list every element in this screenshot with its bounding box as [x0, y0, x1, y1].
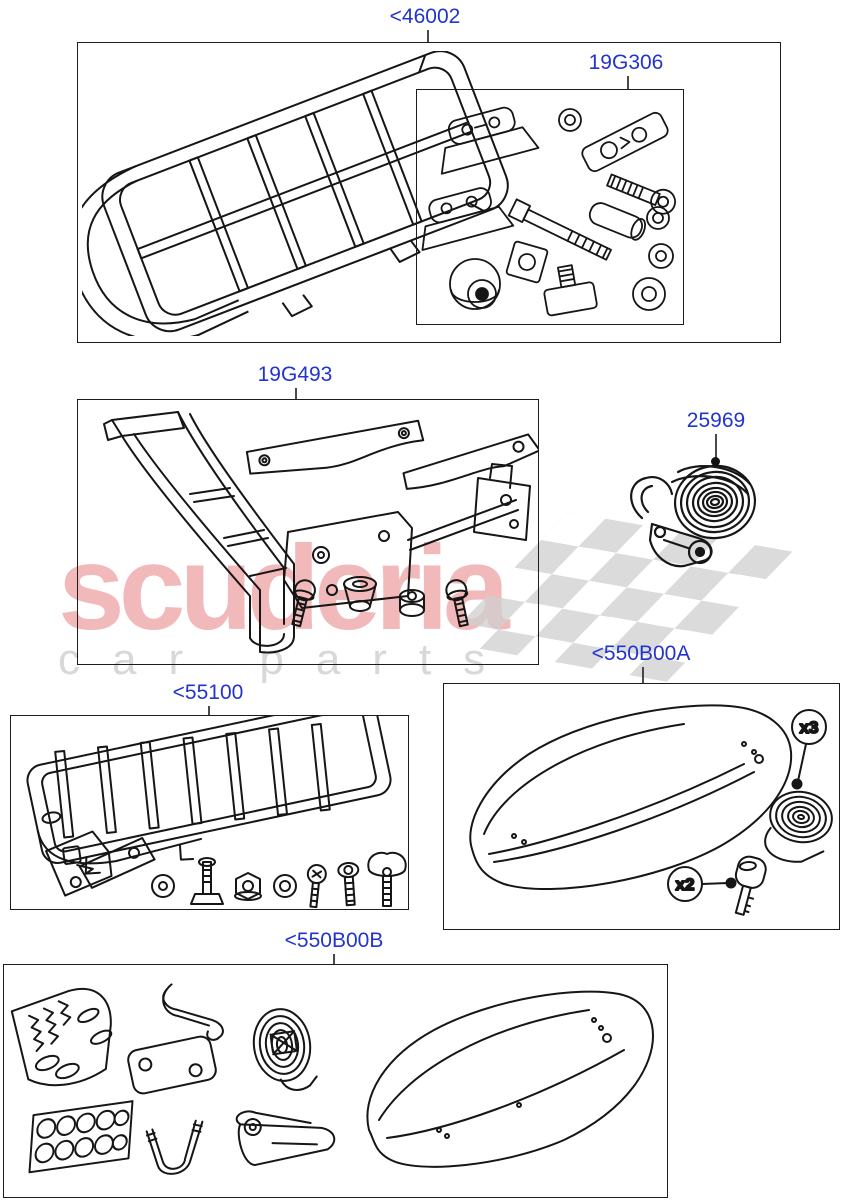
clamp-plate	[581, 111, 669, 173]
spacer-tube	[588, 202, 647, 241]
leader-19G306	[627, 76, 629, 90]
roof-box-a-illustration: x3 x2	[469, 704, 833, 916]
t-bolt	[190, 857, 224, 905]
screw	[291, 579, 316, 628]
catalog-box-19G493	[77, 399, 539, 665]
leader-dot-25969	[711, 457, 720, 466]
socket-bolt	[606, 173, 677, 215]
u-bolt	[145, 1119, 204, 1175]
catalog-box-550B00B	[3, 964, 668, 1198]
part-label-19G306[interactable]: 19G306	[588, 51, 664, 74]
bolt	[337, 862, 360, 907]
part-label-550B00B[interactable]: <550B00B	[284, 929, 384, 952]
part-label-25969[interactable]: 25969	[686, 409, 746, 432]
roof-rack-illustration	[82, 51, 509, 336]
ribbed-corner-bracket	[10, 988, 113, 1087]
ratchet-handle	[630, 476, 674, 520]
part-label-55100[interactable]: <55100	[172, 681, 244, 704]
ladder-kit-illustration	[103, 411, 538, 654]
backing-plate	[127, 1035, 217, 1095]
wing-knob-bolt	[367, 851, 407, 907]
strap-quantity-badge: x3	[791, 709, 827, 790]
square-nut-plate	[505, 240, 549, 284]
ratchet-clamp	[235, 1110, 336, 1167]
key-icon	[734, 855, 767, 916]
mount-bracket	[245, 419, 425, 475]
stud-bolt	[507, 198, 612, 261]
roof-tray-illustration	[26, 716, 407, 909]
slatted-tray	[26, 716, 392, 875]
t-nut-stud	[543, 264, 598, 317]
rack-foot	[440, 106, 540, 175]
part-label-19G493[interactable]: 19G493	[257, 363, 333, 386]
strap-quantity-label: x3	[800, 718, 819, 737]
strap-roll	[764, 790, 833, 863]
catalog-box-46002	[77, 42, 781, 343]
washer	[273, 874, 297, 898]
washer	[646, 206, 670, 230]
hook-strip	[162, 983, 224, 1041]
washer	[151, 874, 175, 898]
screw	[445, 579, 469, 628]
leader-550B00A	[642, 667, 644, 683]
leader-55100	[208, 706, 210, 715]
part-label-46002[interactable]: <46002	[389, 5, 461, 28]
leader-19G493	[295, 388, 297, 399]
roof-box	[366, 990, 654, 1168]
fitting-kit-illustration	[421, 106, 677, 317]
leader-550B00B	[333, 954, 335, 964]
tray-bracket	[45, 830, 156, 897]
screw	[306, 864, 327, 909]
sticker-sheet	[28, 1100, 134, 1174]
flange-nut	[234, 872, 262, 901]
leader-46002	[427, 30, 429, 42]
strap-coil	[252, 1008, 318, 1091]
key-quantity-label: x2	[676, 875, 695, 894]
key-quantity-badge: x2	[667, 866, 737, 902]
catalog-box-55100	[10, 715, 409, 910]
leader-25969	[715, 434, 717, 459]
catalog-box-19G306	[416, 89, 684, 325]
strap-roll	[673, 464, 757, 540]
washer	[632, 277, 666, 311]
eye-knob	[449, 258, 501, 310]
catalog-box-550B00A: x3 x2	[443, 683, 840, 930]
rack-foot	[421, 187, 515, 251]
roof-box-b-illustration	[10, 983, 654, 1175]
ratchet-strap-illustration	[630, 464, 757, 568]
grommet	[558, 108, 582, 132]
cap	[399, 589, 425, 617]
part-label-550B00A[interactable]: <550B00A	[591, 642, 691, 665]
washer	[648, 243, 674, 269]
grommet	[343, 576, 377, 612]
roof-box	[469, 704, 793, 890]
mount-bracket	[402, 433, 538, 490]
